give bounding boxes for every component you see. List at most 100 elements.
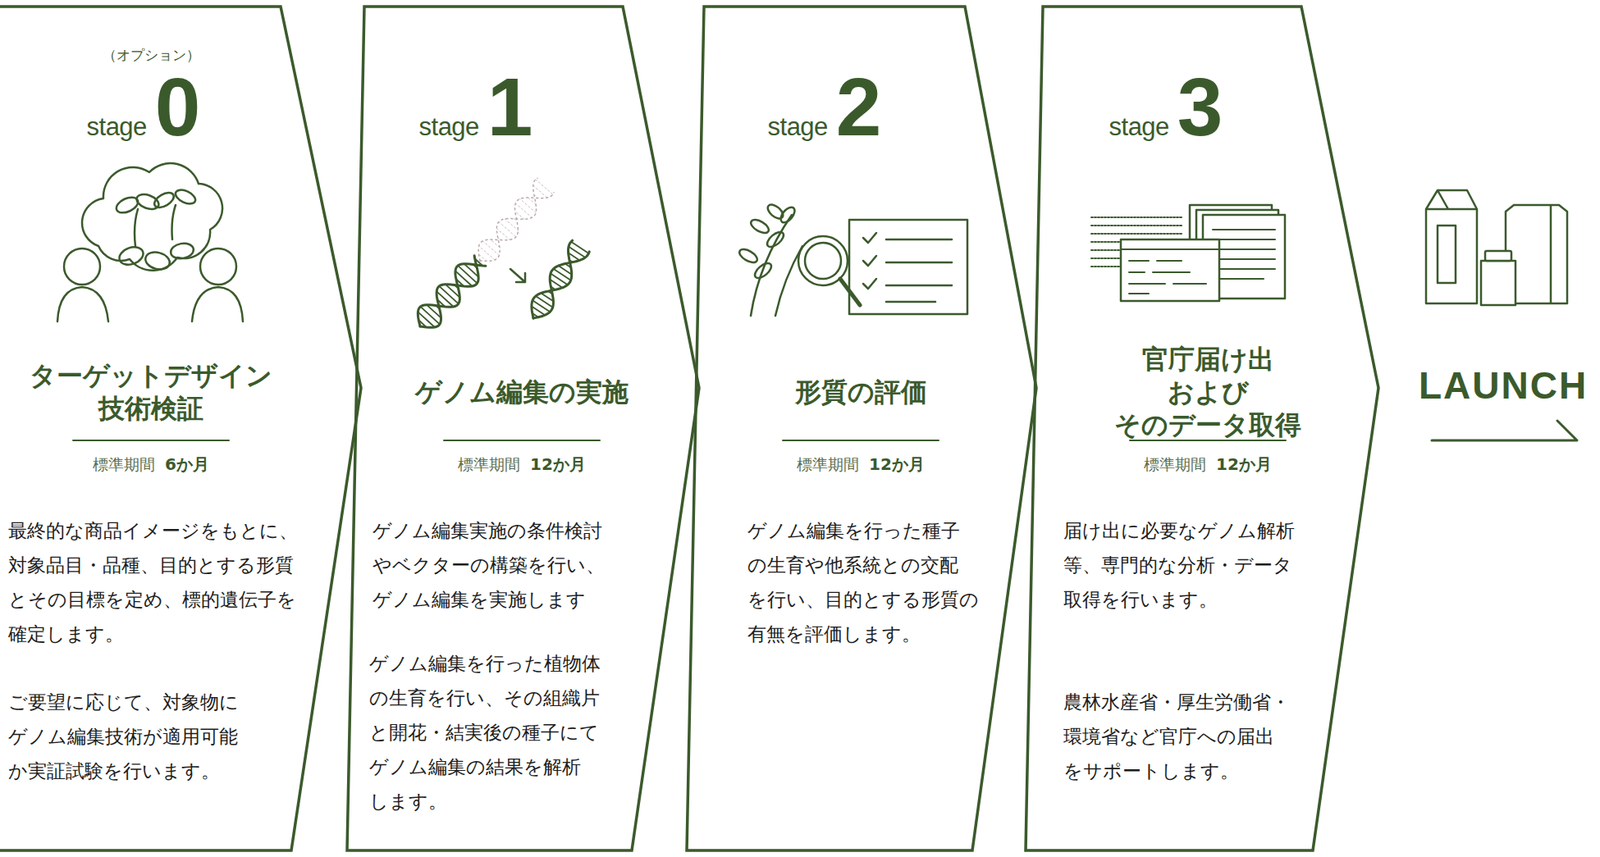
- dna-rung: [565, 264, 572, 269]
- dna-rung: [457, 265, 478, 284]
- standard-period: 標準期間 12か月: [796, 453, 925, 476]
- stage-word: stage: [1109, 112, 1170, 142]
- dna-rung: [438, 286, 459, 304]
- description: 届け出に必要なゲノム解析 等、専門的な分析・データ 取得を行います。: [1063, 513, 1302, 618]
- dna-rung: [482, 241, 499, 256]
- dna-rung: [568, 252, 581, 261]
- stage-title: ゲノム編集の実施: [357, 375, 686, 409]
- dna-rung: [569, 260, 573, 263]
- description: ご要望に応じて、対象物に ゲノム編集技術が適用可能 か実証試験を行います。: [8, 685, 308, 789]
- data-icon: [1091, 205, 1285, 302]
- stage-heading: stage3: [1109, 65, 1224, 148]
- dna-rung: [504, 219, 518, 231]
- dna-rung: [535, 179, 554, 195]
- dna-rung: [464, 264, 480, 278]
- description: 農林水産省・厚生労働省・ 環境省など官庁への届出 をサポートします。: [1063, 685, 1302, 789]
- dna-rung: [535, 296, 554, 308]
- standard-period: 標準期間 12か月: [457, 453, 586, 476]
- stage-title: ターゲットデザイン 技術検証: [27, 359, 275, 426]
- dna-rung: [498, 237, 501, 241]
- period-value: 12か月: [530, 453, 586, 476]
- dna-rung: [550, 286, 556, 290]
- period-label: 標準期間: [92, 454, 156, 476]
- stage-number: 2: [836, 65, 883, 148]
- dna-rung: [490, 239, 500, 248]
- dna-strand: [478, 192, 554, 261]
- stage-chevron: stage1 標準期間 12か月 ゲノム編集の実施ゲノム編集実施の条件検討 やベクター…: [344, 0, 702, 857]
- dna-strand: [417, 264, 486, 327]
- dna-rung: [571, 242, 589, 254]
- dna-rung: [550, 273, 568, 285]
- chevron-shape: [1025, 6, 1379, 851]
- stage-word: stage: [419, 112, 480, 142]
- description: ゲノム編集を行った植物体 の生育を行い、その組織片 と開花・結実後の種子にて ゲ…: [369, 646, 616, 819]
- dna-rung: [445, 284, 461, 298]
- period-value: 12か月: [868, 453, 925, 476]
- dna-rung: [515, 211, 525, 220]
- period-label: 標準期間: [796, 454, 860, 476]
- dna-strand: [533, 251, 590, 319]
- dna-rung: [498, 221, 517, 237]
- description: ゲノム編集実施の条件検討 やベクターの構築を行い、 ゲノム編集を実施します: [372, 513, 619, 618]
- launch-arrow: [1431, 420, 1578, 441]
- dna-rung: [418, 320, 427, 328]
- chevron-shape: [686, 6, 1037, 851]
- title-dividers: [73, 439, 1286, 442]
- stage-title: 官庁届け出 および そのデータ取得: [1109, 342, 1307, 442]
- dna-rung: [435, 305, 440, 309]
- dna-rung: [548, 291, 553, 295]
- dna-rung: [514, 219, 517, 222]
- dna-rung: [479, 246, 496, 261]
- stage-heading: stage2: [768, 65, 883, 148]
- dna-rung: [426, 305, 442, 319]
- stage-chevron: stage3 標準期間 12か月 官庁届け出 および そのデータ取得届け出に必要なゲノ…: [1023, 0, 1381, 857]
- stage-chevron: stage 0 標準期間 6か月 （オプション） ターゲットデザイン 技術検証最終的な商品…: [0, 0, 366, 857]
- evaluation-icon: [737, 201, 968, 316]
- dna-rung: [454, 284, 459, 288]
- stage-heading: stage 0: [86, 65, 202, 148]
- dna-strand: [531, 240, 573, 319]
- dna-rung: [479, 254, 488, 261]
- chevron-shape: [0, 6, 362, 851]
- dna-rung: [568, 246, 586, 258]
- dna-rung: [417, 311, 435, 328]
- stage-word: stage: [86, 112, 147, 142]
- dna-rung: [472, 264, 477, 268]
- stage-title: 形質の評価: [737, 375, 984, 409]
- period-label: 標準期間: [457, 454, 521, 476]
- stage-chevron: stage2 標準期間 12か月 形質の評価ゲノム編集を行った種子 の生育や他系統との…: [684, 0, 1039, 857]
- dna-rung: [532, 300, 550, 312]
- period-value: 12か月: [1216, 453, 1272, 476]
- dna-rung: [534, 194, 539, 198]
- description: ゲノム編集を行った種子 の生育や他系統との交配 を行い、目的とする形質の 有無を…: [747, 513, 986, 652]
- standard-period: 標準期間 12か月: [1143, 453, 1272, 476]
- products-icon: [1426, 190, 1568, 306]
- description: 最終的な商品イメージをもとに、 対象品目・品種、目的とする形質 とその目標を定め…: [8, 513, 308, 652]
- dna-strand: [480, 178, 538, 261]
- stage-number: 3: [1177, 65, 1224, 148]
- period-value: 6か月: [164, 453, 210, 476]
- idea-icon: [57, 163, 243, 322]
- dna-rung: [520, 198, 537, 213]
- period-label: 標準期間: [1143, 454, 1207, 476]
- dna-rung: [532, 313, 539, 318]
- option-note: （オプション）: [102, 45, 201, 65]
- dna-rung: [515, 203, 532, 218]
- edit-arrow: [510, 269, 526, 283]
- dna-rung: [436, 291, 453, 307]
- dna-rung: [475, 258, 484, 266]
- dna-rung: [528, 197, 537, 205]
- chevron-shape: [347, 6, 700, 851]
- dna-icon: [417, 178, 590, 328]
- stage-heading: stage1: [419, 65, 534, 148]
- dna-rung: [437, 299, 446, 307]
- dna-strand: [420, 256, 479, 329]
- stage-number: 0: [155, 65, 202, 148]
- dna-rung: [553, 269, 571, 281]
- dna-rung: [456, 278, 465, 287]
- launch-label: LAUNCH: [1418, 363, 1588, 408]
- dna-rung: [420, 306, 440, 325]
- dna-rung: [455, 270, 472, 287]
- stage-number: 1: [487, 65, 534, 148]
- standard-period: 標準期間 6か月: [92, 453, 210, 476]
